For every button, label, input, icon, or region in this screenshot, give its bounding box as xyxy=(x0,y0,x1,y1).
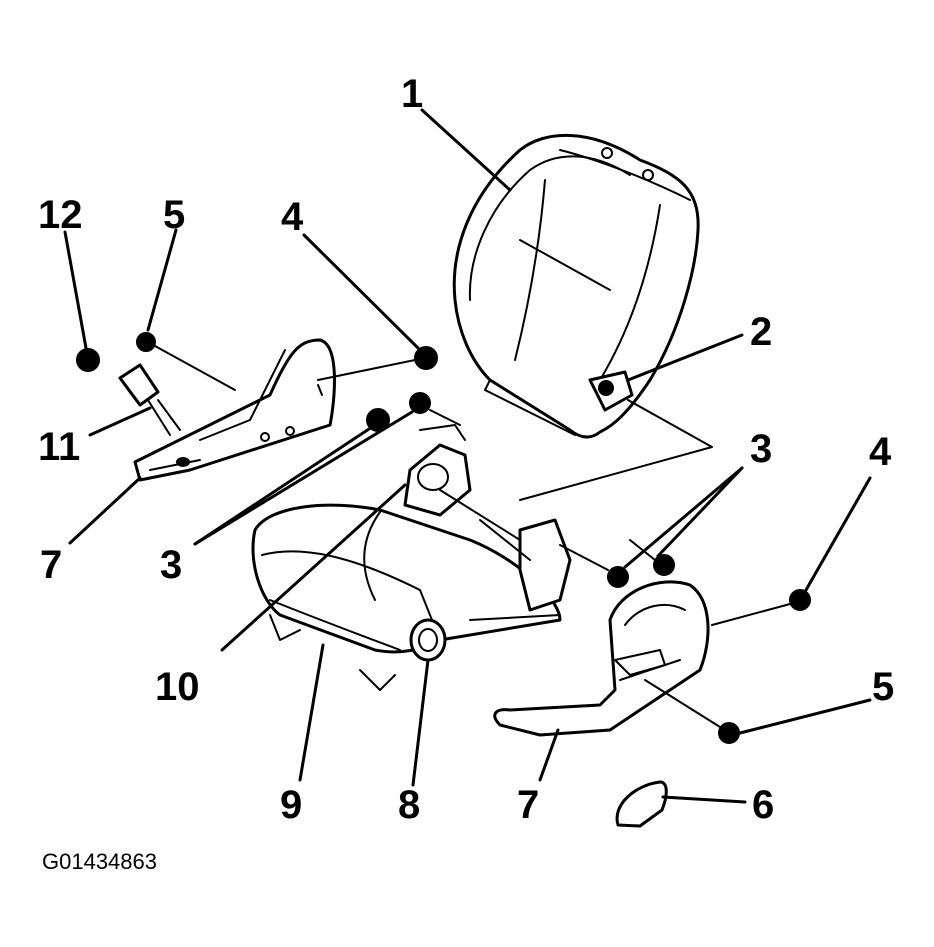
callout-8: 8 xyxy=(398,783,420,827)
callout-7-right: 7 xyxy=(517,783,539,827)
callout-3-right: 3 xyxy=(750,427,772,471)
callout-12: 12 xyxy=(38,193,83,237)
seat-back xyxy=(452,134,700,439)
seat-cushion xyxy=(251,503,562,691)
callout-4-right: 4 xyxy=(869,430,892,474)
right-side-trim-panel xyxy=(493,580,710,737)
callout-3-left: 3 xyxy=(160,543,182,587)
nut-3-right-b xyxy=(653,554,675,576)
callout-10: 10 xyxy=(155,665,200,709)
nut-4-right xyxy=(789,589,811,611)
adjuster-knob xyxy=(409,618,447,662)
fasteners xyxy=(76,332,811,744)
bolt-3-right-a xyxy=(607,566,629,588)
callout-7-left: 7 xyxy=(40,543,62,587)
bolt-5-left xyxy=(136,332,156,352)
bolt-12 xyxy=(76,348,100,372)
bolt-3-left-b xyxy=(409,392,431,414)
seat-frame xyxy=(403,424,572,621)
belt-buckle xyxy=(118,363,181,436)
bolt-5-right xyxy=(718,722,740,744)
callout-11: 11 xyxy=(38,425,80,469)
callout-4-left: 4 xyxy=(281,195,304,239)
callout-1: 1 xyxy=(401,72,423,116)
figure-id: G01434863 xyxy=(42,849,157,874)
left-side-trim-panel xyxy=(133,338,336,482)
nut-4-left xyxy=(414,346,438,370)
callout-2: 2 xyxy=(750,310,772,354)
callout-labels: 1 2 3 3 4 4 5 5 6 7 7 8 9 10 11 12 xyxy=(38,72,894,827)
recliner-pivot xyxy=(519,370,713,501)
leader-lines xyxy=(63,108,872,804)
callout-5-right: 5 xyxy=(872,665,894,709)
callout-6: 6 xyxy=(752,783,774,827)
callout-5-left: 5 xyxy=(163,193,185,237)
trim-cap xyxy=(615,780,668,828)
callout-9: 9 xyxy=(280,783,302,827)
